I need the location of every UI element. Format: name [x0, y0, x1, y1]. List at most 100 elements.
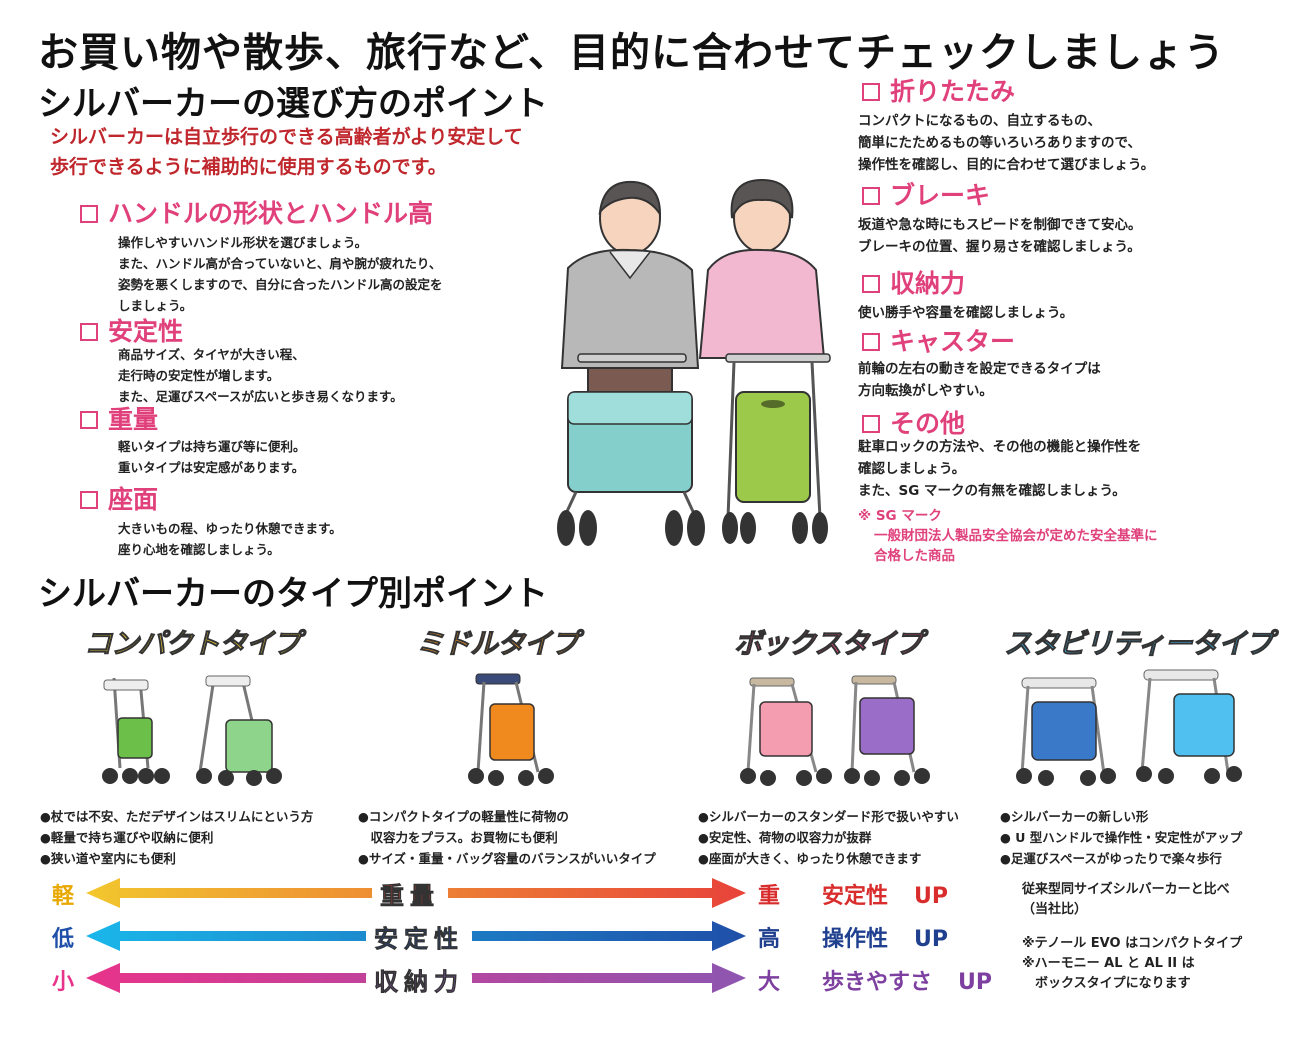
feature-line: ●軽量で持ち運びや収納に便利: [40, 830, 214, 845]
point-title: 座面: [108, 485, 159, 514]
type-title-box: ボックスタイプ: [733, 627, 923, 661]
point-title: ハンドルの形状とハンドル高: [108, 199, 434, 228]
section-title-choosing: シルバーカーの選び方のポイント: [38, 84, 548, 124]
point-line: また、足運びスペースが広いと歩き易くなります。: [118, 389, 403, 404]
feature-line: ●シルバーカーの新しい形: [1000, 809, 1149, 824]
point-seat: 座面 大きいもの程、ゆったり休憩できます。 座り心地を確認しましょう。: [80, 484, 342, 560]
woman-figure: [698, 178, 831, 544]
point-title: その他: [890, 409, 966, 438]
checkbox-icon: [862, 333, 880, 351]
point-line: 操作しやすいハンドル形状を選びましょう。: [118, 235, 368, 250]
compact-walkers-illustration: [102, 675, 282, 786]
compact-features: ●杖では不安、ただデザインはスリムにという方 ●軽量で持ち運びや収納に便利 ●狭…: [40, 806, 313, 869]
comparison-note: 従来型同サイズシルバーカーと比べ （当社比）: [1022, 880, 1230, 920]
up-suffix: UP: [914, 927, 949, 952]
point-line: 簡単にたためるもの等いろいろありますので、: [858, 135, 1141, 151]
intro-line-1: シルバーカーは自立歩行のできる高齢者がより安定して: [50, 126, 523, 148]
feature-line: 収容力をプラス。お買物にも便利: [358, 830, 558, 845]
type-title-compact: コンパクトタイプ: [83, 627, 301, 661]
scale-mid-weight: 重量: [372, 876, 448, 911]
middle-walker-illustration: [468, 673, 554, 786]
scale-right-high: 高: [758, 927, 781, 952]
side-note-line: ※ハーモニー AL と AL II は: [1022, 956, 1195, 971]
point-line: 座り心地を確認しましょう。: [118, 542, 280, 557]
checkbox-icon: [862, 415, 880, 433]
sg-note-line: 一般財団法人製品安全協会が定めた安全基準に: [874, 528, 1158, 544]
intro-text: シルバーカーは自立歩行のできる高齢者がより安定して 歩行できるように補助的に使用…: [50, 122, 523, 182]
point-line: 大きいもの程、ゆったり休憩できます。: [118, 521, 342, 536]
point-line: また、ハンドル高が合っていないと、肩や腕が疲れたり、: [118, 256, 442, 271]
point-title: キャスター: [890, 327, 1016, 356]
up-text: 操作性: [822, 927, 889, 952]
point-line: コンパクトになるもの、自立するもの、: [858, 113, 1101, 129]
feature-line: ●座面が大きく、ゆったり休憩できます: [698, 851, 922, 866]
point-line: ブレーキの位置、握り易さを確認しましょう。: [858, 239, 1141, 255]
point-line: 方向転換がしやすい。: [858, 383, 993, 399]
point-weight: 重量 軽いタイプは持ち運び等に便利。 重いタイプは安定感があります。: [80, 404, 306, 478]
point-title: 折りたたみ: [890, 77, 1016, 106]
type-title-middle: ミドルタイプ: [415, 627, 579, 661]
checkbox-icon: [862, 83, 880, 101]
section-title-types: シルバーカーのタイプ別ポイント: [38, 574, 548, 614]
point-line: 商品サイズ、タイヤが大きい程、: [118, 347, 305, 362]
point-title: 収納力: [890, 269, 966, 298]
intro-line-2: 歩行できるように補助的に使用するものです。: [50, 156, 447, 178]
model-notes: ※テノール EVO はコンパクトタイプ ※ハーモニー AL と AL II は …: [1022, 934, 1242, 994]
point-line: 前輪の左右の動きを設定できるタイプは: [858, 361, 1101, 377]
sg-mark-note: ※ SG マーク 一般財団法人製品安全協会が定めた安全基準に 合格した商品: [858, 506, 1158, 566]
side-note-line: （当社比）: [1022, 902, 1088, 917]
stability-walkers-illustration: [1016, 669, 1242, 786]
page-title: お買い物や散歩、旅行など、目的に合わせてチェックしましょう: [38, 30, 1225, 76]
up-suffix: UP: [958, 970, 993, 995]
man-figure: [557, 180, 705, 546]
point-line: 軽いタイプは持ち運び等に便利。: [118, 439, 306, 454]
point-line: 確認しましょう。: [858, 461, 966, 477]
side-note-line: 従来型同サイズシルバーカーと比べ: [1022, 882, 1230, 897]
side-note-line: ボックスタイプになります: [1022, 976, 1191, 991]
point-caster: キャスター 前輪の左右の動きを設定できるタイプは 方向転換がしやすい。: [858, 326, 1101, 402]
seniors-with-walkers-illustration: [557, 178, 831, 546]
checkbox-icon: [80, 323, 98, 341]
sg-note-line: ※ SG マーク: [858, 508, 942, 524]
point-line: また、SG マークの有無を確認しましょう。: [858, 483, 1126, 499]
feature-line: ●シルバーカーのスタンダード形で扱いやすい: [698, 809, 959, 824]
scale-mid-stability: 安定性: [366, 919, 472, 954]
up-text: 安定性: [822, 884, 889, 909]
checkbox-icon: [862, 187, 880, 205]
checkbox-icon: [862, 275, 880, 293]
feature-line: ●安定性、荷物の収容力が抜群: [698, 830, 872, 845]
point-stability: 安定性 商品サイズ、タイヤが大きい程、 走行時の安定性が増します。 また、足運び…: [80, 316, 403, 407]
point-line: 操作性を確認し、目的に合わせて選びましょう。: [858, 157, 1155, 173]
scale-up-operability: 操作性 UP: [822, 921, 948, 953]
checkbox-icon: [80, 205, 98, 223]
middle-features: ●コンパクトタイプの軽量性に荷物の 収容力をプラス。お買物にも便利 ●サイズ・重…: [358, 806, 656, 869]
feature-line: ●足運びスペースがゆったりで楽々歩行: [1000, 851, 1222, 866]
point-handle: ハンドルの形状とハンドル高 操作しやすいハンドル形状を選びましょう。 また、ハン…: [80, 198, 443, 316]
scale-right-heavy: 重: [758, 884, 781, 909]
feature-line: ●サイズ・重量・バッグ容量のバランスがいいタイプ: [358, 851, 656, 866]
box-features: ●シルバーカーのスタンダード形で扱いやすい ●安定性、荷物の収容力が抜群 ●座面…: [698, 806, 959, 869]
scale-mid-storage: 収納力: [366, 962, 472, 997]
up-suffix: UP: [914, 884, 949, 909]
point-folding: 折りたたみ コンパクトになるもの、自立するもの、 簡単にたためるもの等いろいろあ…: [858, 76, 1154, 176]
scale-right-large: 大: [758, 970, 781, 995]
point-line: 走行時の安定性が増します。: [118, 368, 280, 383]
point-line: 使い勝手や容量を確認しましょう。: [858, 305, 1074, 321]
side-note-line: ※テノール EVO はコンパクトタイプ: [1022, 936, 1243, 951]
point-line: 重いタイプは安定感があります。: [118, 460, 305, 475]
feature-line: ●杖では不安、ただデザインはスリムにという方: [40, 809, 314, 824]
feature-line: ● U 型ハンドルで操作性・安定性がアップ: [1000, 830, 1243, 845]
point-other: その他 駐車ロックの方法や、その他の機能と操作性を 確認しましょう。 また、SG…: [858, 408, 1141, 502]
feature-line: ●コンパクトタイプの軽量性に荷物の: [358, 809, 569, 824]
point-title: ブレーキ: [890, 181, 991, 210]
scale-left-light: 軽: [51, 884, 74, 909]
scale-left-low: 低: [51, 927, 74, 952]
scale-left-small: 小: [51, 970, 74, 995]
point-line: 駐車ロックの方法や、その他の機能と操作性を: [858, 439, 1142, 455]
point-title: 重量: [108, 405, 159, 434]
scale-up-stability: 安定性 UP: [822, 878, 948, 910]
sg-note-line: 合格した商品: [874, 548, 955, 564]
point-brake: ブレーキ 坂道や急な時にもスピードを制御できて安心。 ブレーキの位置、握り易さを…: [858, 180, 1142, 258]
feature-line: ●狭い道や室内にも便利: [40, 851, 176, 866]
